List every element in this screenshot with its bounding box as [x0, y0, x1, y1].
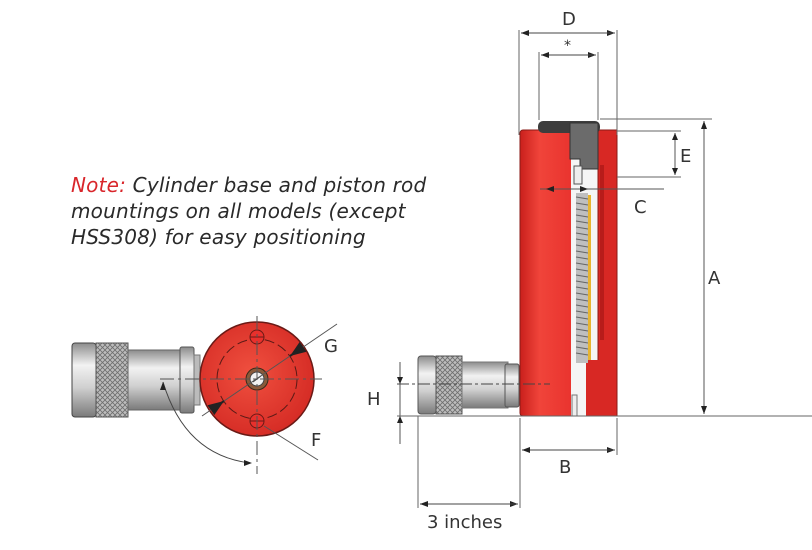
label-g: G: [324, 336, 338, 357]
cylinder-side-view: [397, 121, 618, 417]
spring: [575, 193, 591, 363]
end-view: G F: [71, 316, 338, 474]
label-e: E: [680, 146, 691, 167]
label-3-inches: 3 inches: [427, 512, 502, 533]
coupler-front: [417, 355, 520, 415]
label-h: H: [367, 389, 381, 410]
note-lead: Note:: [71, 173, 127, 197]
label-d: D: [562, 9, 576, 30]
label-star: *: [564, 38, 571, 54]
dimensions: [397, 30, 812, 508]
note-body: Cylinder base and piston rod mountings o…: [71, 173, 427, 249]
note-text: Note: Cylinder base and piston rod mount…: [71, 172, 471, 250]
label-a: A: [708, 268, 721, 289]
label-f: F: [311, 430, 321, 451]
label-c: C: [634, 197, 647, 218]
coupler-side: [71, 342, 201, 418]
label-b: B: [559, 457, 571, 478]
